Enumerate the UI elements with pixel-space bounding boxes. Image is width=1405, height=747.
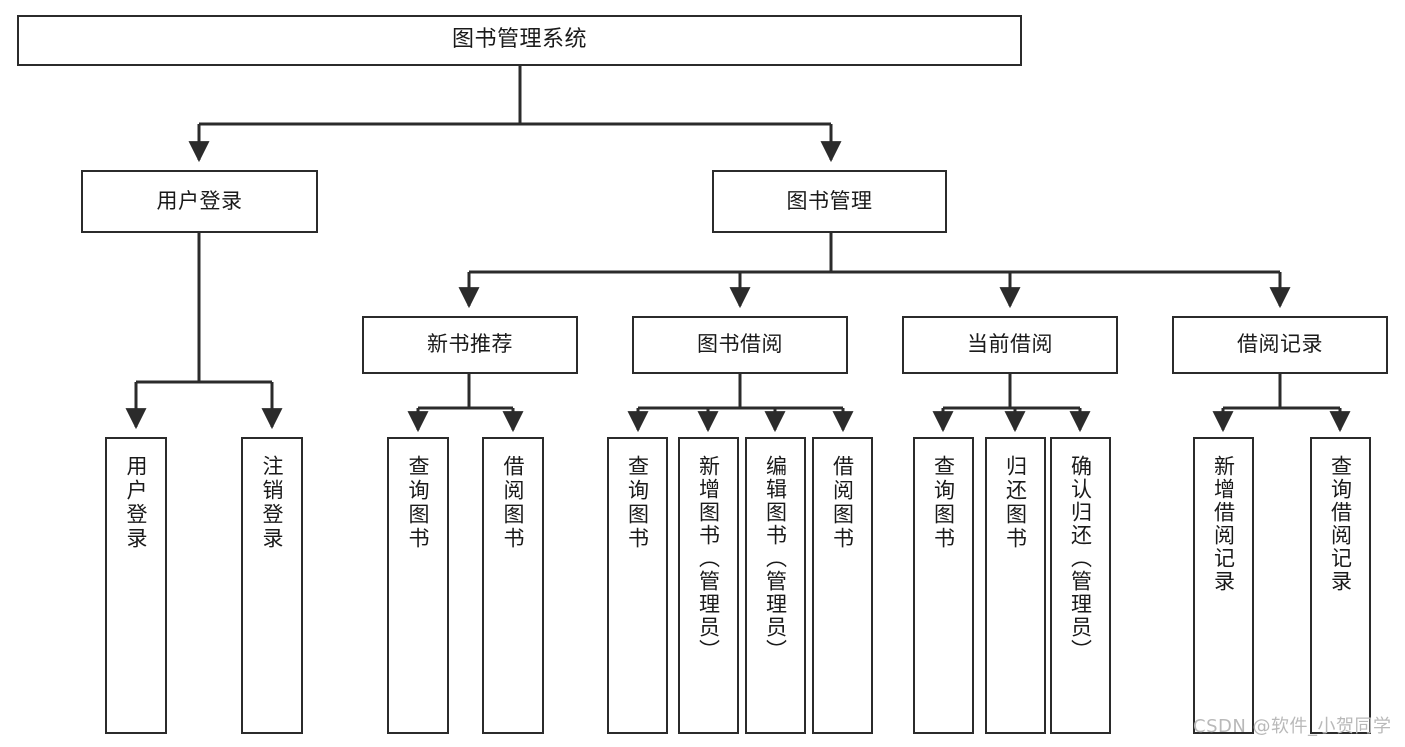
node-label: 查询图书 (406, 455, 431, 551)
node-label: 用户登录 (156, 188, 243, 213)
node-leaf-rec-add-record[interactable]: 新增借阅记录 (1193, 437, 1254, 734)
node-leaf-borrow-query-book[interactable]: 查询图书 (607, 437, 668, 734)
node-current-borrow[interactable]: 当前借阅 (902, 316, 1118, 374)
node-leaf-cur-confirm-return[interactable]: 确认归还（管理员） (1050, 437, 1111, 734)
node-label: 新增图书（管理员） (696, 455, 721, 662)
node-user-login[interactable]: 用户登录 (81, 170, 318, 233)
node-label: 借阅图书 (501, 455, 526, 551)
node-label: 用户登录 (124, 455, 149, 551)
node-leaf-cur-return-book[interactable]: 归还图书 (985, 437, 1046, 734)
watermark-text: CSDN @软件_小贺同学 (1193, 716, 1392, 737)
node-label: 注销登录 (260, 455, 285, 551)
node-leaf-borrow-add-book[interactable]: 新增图书（管理员） (678, 437, 739, 734)
node-label: 新增借阅记录 (1211, 455, 1236, 593)
node-label: 图书管理系统 (451, 27, 587, 53)
node-root-system[interactable]: 图书管理系统 (17, 15, 1022, 66)
node-leaf-rec-borrow-book[interactable]: 借阅图书 (482, 437, 544, 734)
node-label: 查询图书 (625, 455, 650, 551)
node-book-borrow[interactable]: 图书借阅 (632, 316, 848, 374)
node-label: 图书借阅 (697, 332, 783, 357)
node-leaf-borrow-edit-book[interactable]: 编辑图书（管理员） (745, 437, 806, 734)
node-leaf-user-logout[interactable]: 注销登录 (241, 437, 303, 734)
node-label: 编辑图书（管理员） (763, 455, 788, 662)
node-new-book-rec[interactable]: 新书推荐 (362, 316, 578, 374)
node-label: 归还图书 (1003, 455, 1028, 551)
node-leaf-user-login[interactable]: 用户登录 (105, 437, 167, 734)
node-label: 查询借阅记录 (1328, 455, 1353, 593)
node-label: 借阅图书 (830, 455, 855, 551)
node-leaf-cur-query-book[interactable]: 查询图书 (913, 437, 974, 734)
node-leaf-rec-query-record[interactable]: 查询借阅记录 (1310, 437, 1371, 734)
node-label: 新书推荐 (427, 332, 513, 357)
node-label: 图书管理 (786, 188, 873, 213)
node-label: 当前借阅 (967, 332, 1053, 357)
node-borrow-record[interactable]: 借阅记录 (1172, 316, 1388, 374)
node-label: 查询图书 (931, 455, 956, 551)
node-label: 借阅记录 (1237, 332, 1323, 357)
node-leaf-borrow-borrow-book[interactable]: 借阅图书 (812, 437, 873, 734)
node-leaf-rec-query-book[interactable]: 查询图书 (387, 437, 449, 734)
node-label: 确认归还（管理员） (1068, 455, 1093, 662)
node-book-manage[interactable]: 图书管理 (712, 170, 947, 233)
